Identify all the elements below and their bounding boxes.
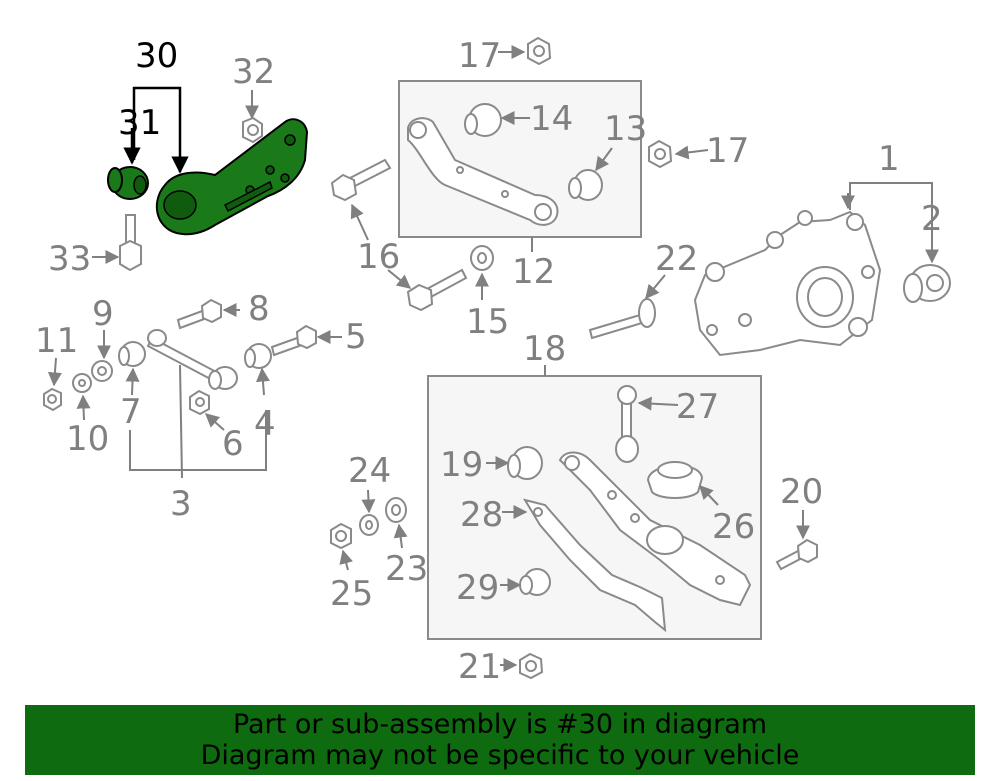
- label-4: 4: [254, 404, 276, 444]
- part-9-washer[interactable]: [91, 360, 113, 382]
- part-3-lateral-link[interactable]: [146, 329, 238, 390]
- part-27-stabilizer-link[interactable]: [615, 385, 639, 463]
- part-5-bolt[interactable]: [270, 324, 317, 357]
- assembly-18-box: [427, 375, 762, 640]
- part-32-nut[interactable]: [242, 116, 263, 144]
- part-1-knuckle[interactable]: [693, 210, 882, 357]
- label-29: 29: [456, 568, 499, 608]
- part-21-nut[interactable]: [519, 652, 544, 680]
- notice-banner: Part or sub-assembly is #30 in diagram D…: [25, 705, 975, 775]
- part-25-nut[interactable]: [330, 522, 352, 550]
- label-18: 18: [523, 329, 566, 369]
- label-24: 24: [348, 451, 391, 491]
- part-28-bracket[interactable]: [522, 498, 667, 633]
- part-17-nut-right[interactable]: [648, 139, 673, 169]
- label-20: 20: [780, 472, 823, 512]
- label-33: 33: [48, 239, 91, 279]
- part-16-bolt-upper[interactable]: [330, 158, 392, 202]
- label-22: 22: [655, 239, 698, 279]
- part-20-bolt[interactable]: [775, 538, 818, 571]
- label-13: 13: [604, 109, 647, 149]
- label-17-right: 17: [706, 131, 749, 171]
- part-30-trailing-arm-highlighted[interactable]: [155, 118, 309, 236]
- part-14-bushing[interactable]: [464, 103, 502, 137]
- label-30: 30: [135, 36, 178, 76]
- banner-line-1: Part or sub-assembly is #30 in diagram: [232, 709, 768, 740]
- label-7: 7: [120, 392, 142, 432]
- label-15: 15: [466, 302, 509, 342]
- part-17-nut-top[interactable]: [527, 36, 552, 66]
- part-2-hub-bearing[interactable]: [903, 264, 951, 303]
- label-12: 12: [512, 252, 555, 292]
- part-29-bolt[interactable]: [519, 568, 551, 596]
- label-19: 19: [440, 445, 483, 485]
- leader-lines: [47, 45, 939, 672]
- label-2: 2: [921, 199, 943, 239]
- callout-labels: 30 31 32 33 17 14 13 17 12 16 15 1 2 22 …: [35, 36, 943, 687]
- label-8: 8: [248, 289, 270, 329]
- label-23: 23: [385, 549, 428, 589]
- part-4-bushing[interactable]: [244, 343, 272, 369]
- label-25: 25: [330, 574, 373, 614]
- label-1: 1: [878, 139, 900, 179]
- label-11: 11: [35, 321, 78, 361]
- part-lower-control-arm[interactable]: [558, 451, 752, 607]
- part-8-bolt[interactable]: [176, 298, 222, 330]
- label-32: 32: [232, 52, 275, 92]
- part-16-bolt-lower[interactable]: [406, 268, 468, 312]
- part-7-bushing[interactable]: [118, 341, 146, 367]
- part-33-bolt[interactable]: [119, 214, 142, 272]
- part-31-bushing-highlighted[interactable]: [107, 166, 149, 200]
- part-10-washer[interactable]: [72, 373, 92, 393]
- label-28: 28: [460, 495, 503, 535]
- label-9: 9: [92, 294, 114, 334]
- label-27: 27: [676, 387, 719, 427]
- part-13-bushing[interactable]: [568, 169, 603, 201]
- banner-line-2: Diagram may not be specific to your vehi…: [200, 740, 800, 771]
- part-15-washer[interactable]: [470, 245, 494, 271]
- part-22-bolt[interactable]: [588, 298, 656, 340]
- part-23-washer[interactable]: [385, 497, 407, 523]
- part-11-nut[interactable]: [43, 387, 62, 412]
- label-5: 5: [345, 317, 367, 357]
- part-26-spring-seat[interactable]: [646, 461, 704, 499]
- label-14: 14: [530, 99, 573, 139]
- label-16: 16: [357, 237, 400, 277]
- label-3: 3: [170, 484, 192, 524]
- part-12-upper-arm[interactable]: [407, 117, 559, 226]
- label-10: 10: [66, 419, 109, 459]
- label-26: 26: [712, 507, 755, 547]
- part-24-washer[interactable]: [359, 514, 379, 536]
- label-21: 21: [458, 647, 501, 687]
- label-17-top: 17: [458, 36, 501, 76]
- label-31: 31: [118, 103, 161, 143]
- part-19-bushing[interactable]: [507, 446, 543, 480]
- part-6-nut[interactable]: [189, 389, 210, 416]
- label-6: 6: [222, 424, 244, 464]
